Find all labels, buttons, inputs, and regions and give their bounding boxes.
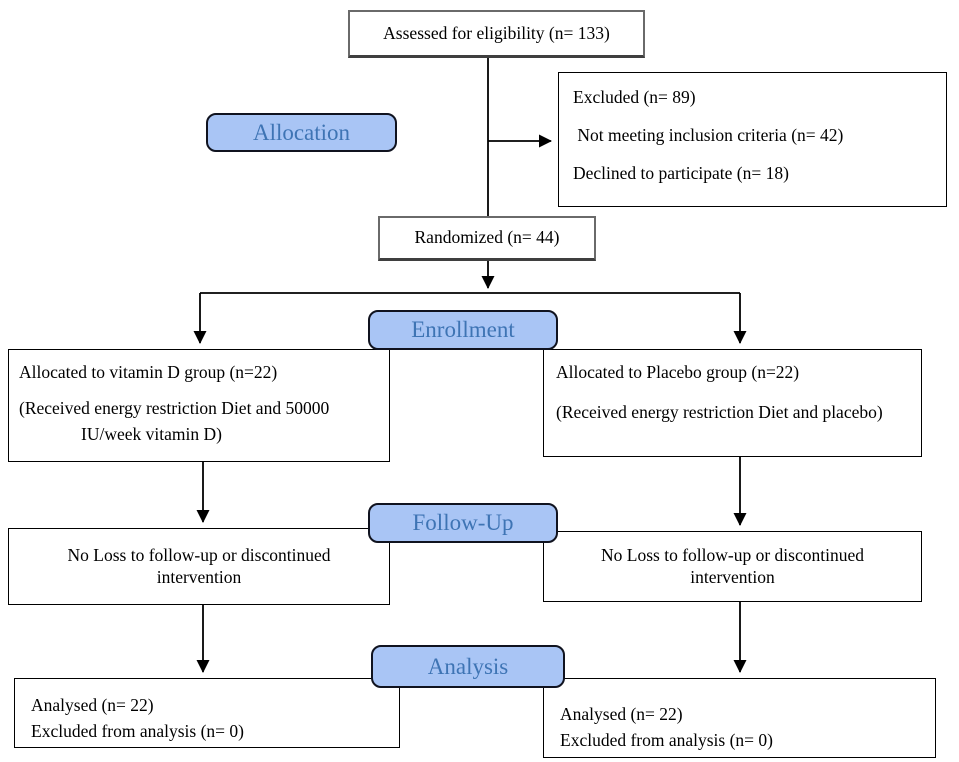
analysis-right-analysed-text: Analysed (n= 22): [560, 704, 683, 724]
placebo-allocation-detail: (Received energy restriction Diet and pl…: [556, 401, 883, 422]
stage-badge-analysis: Analysis: [371, 645, 565, 688]
excluded-inclusion-criteria-text: Not meeting inclusion criteria (n= 42): [573, 124, 844, 145]
followup-right-box: No Loss to follow-up or discontinued int…: [543, 531, 922, 602]
stage-badge-enrollment: Enrollment: [368, 310, 558, 350]
analysis-left-excluded-text: Excluded from analysis (n= 0): [31, 721, 245, 741]
excluded-total-text: Excluded (n= 89): [573, 87, 696, 107]
stage-badge-allocation-label: Allocation: [252, 119, 351, 145]
randomized-box: Randomized (n= 44): [378, 216, 596, 261]
analysis-left-analysed-text: Analysed (n= 22): [31, 695, 154, 715]
vitamin-d-allocation-detail-line1: (Received energy restriction Diet and 50…: [19, 397, 330, 418]
assessed-eligibility-text: Assessed for eligibility (n= 133): [383, 22, 610, 43]
vitamin-d-allocation-box: Allocated to vitamin D group (n=22) (Rec…: [8, 349, 390, 462]
excluded-box: Excluded (n= 89) Not meeting inclusion c…: [558, 72, 947, 207]
placebo-allocation-box: Allocated to Placebo group (n=22) (Recei…: [543, 349, 922, 457]
stage-badge-allocation: Allocation: [206, 113, 397, 152]
vitamin-d-allocation-detail-line2: IU/week vitamin D): [81, 423, 222, 444]
stage-badge-analysis-label: Analysis: [427, 653, 509, 679]
randomized-text: Randomized (n= 44): [414, 227, 560, 248]
stage-badge-enrollment-label: Enrollment: [411, 317, 515, 342]
vitamin-d-allocation-title: Allocated to vitamin D group (n=22): [19, 362, 278, 382]
placebo-allocation-title: Allocated to Placebo group (n=22): [556, 362, 800, 382]
followup-right-text: No Loss to follow-up or discontinued int…: [601, 544, 864, 587]
analysis-left-box: Analysed (n= 22) Excluded from analysis …: [14, 678, 400, 748]
assessed-eligibility-box: Assessed for eligibility (n= 133): [348, 10, 645, 58]
stage-badge-followup-label: Follow-Up: [412, 510, 514, 535]
followup-left-text: No Loss to follow-up or discontinued int…: [67, 544, 331, 587]
stage-badge-followup: Follow-Up: [368, 503, 558, 543]
analysis-right-box: Analysed (n= 22) Excluded from analysis …: [543, 678, 936, 758]
analysis-right-excluded-text: Excluded from analysis (n= 0): [560, 730, 774, 750]
followup-left-box: No Loss to follow-up or discontinued int…: [8, 528, 390, 605]
excluded-declined-text: Declined to participate (n= 18): [573, 162, 789, 183]
